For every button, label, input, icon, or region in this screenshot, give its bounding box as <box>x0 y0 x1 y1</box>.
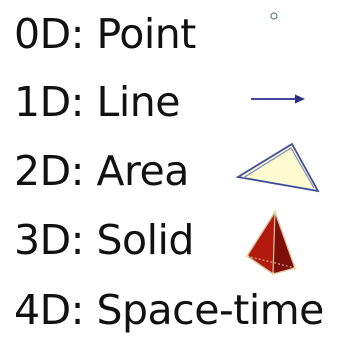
triangle-inner-edge <box>242 147 315 189</box>
tetrahedron-left-face <box>247 212 275 274</box>
tetrahedron-right-face <box>273 212 295 274</box>
dimension-label-2d: 2D: Area <box>14 146 189 195</box>
dimension-row-3d: 3D: Solid <box>14 212 194 268</box>
triangle-outer-edge <box>236 142 320 193</box>
dimension-row-4d: 4D: Space-time <box>14 282 324 338</box>
dimension-row-0d: 0D: Point <box>14 6 196 62</box>
dimension-label-4d: 4D: Space-time <box>14 285 324 334</box>
tetrahedron-front-edge <box>272 211 276 275</box>
dimension-label-1d: 1D: Line <box>14 77 180 126</box>
dimension-label-3d: 3D: Solid <box>14 215 194 264</box>
tetrahedron-icon <box>245 210 297 276</box>
tetrahedron-vertex-bottom <box>271 272 275 276</box>
point-icon <box>270 12 278 20</box>
dimension-row-2d: 2D: Area <box>14 143 189 199</box>
arrow-right-icon <box>251 94 305 104</box>
tetrahedron-vertex-right <box>293 266 297 270</box>
arrow-head <box>295 94 305 104</box>
tetrahedron-vertex-left <box>245 254 249 258</box>
triangle-icon <box>236 142 320 193</box>
point-circle <box>270 12 278 20</box>
tetrahedron-hidden-edge <box>246 255 296 269</box>
dimension-row-1d: 1D: Line <box>14 74 180 130</box>
dimension-label-0d: 0D: Point <box>14 9 196 58</box>
tetrahedron-vertex-top <box>273 210 277 214</box>
